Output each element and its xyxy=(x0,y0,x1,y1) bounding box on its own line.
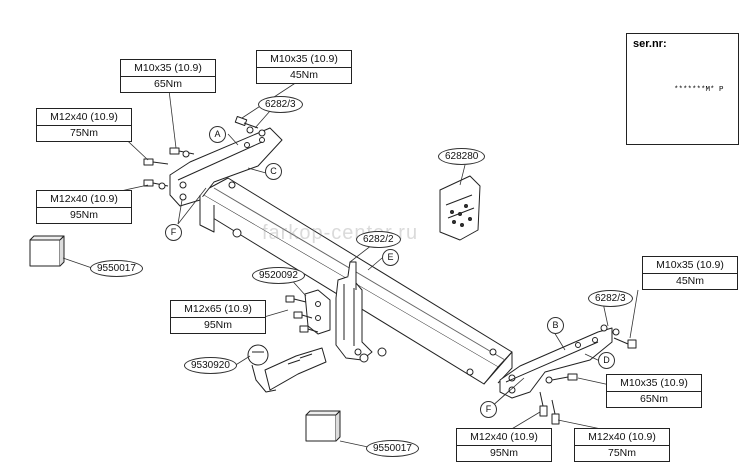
tag-c: C xyxy=(265,163,282,180)
separator xyxy=(121,76,215,77)
serial-plate-text: *******M* P xyxy=(674,86,724,94)
part-number-9550017-left: 9550017 xyxy=(90,260,143,277)
spec-box-m12x40-95nm-bottom: M12x40 (10.9) 95Nm xyxy=(456,428,552,462)
spec-box-m12x40-75nm-left: M12x40 (10.9) 75Nm xyxy=(36,108,132,142)
part-number-6282-2: 6282/2 xyxy=(356,231,401,248)
torque-spec: 75Nm xyxy=(69,127,98,139)
part-number-6282-3-left: 6282/3 xyxy=(258,96,303,113)
separator xyxy=(607,391,701,392)
tag-b: B xyxy=(547,317,564,334)
spec-box-m12x40-95nm-left: M12x40 (10.9) 95Nm xyxy=(36,190,132,224)
bolt-spec: M12x40 (10.9) xyxy=(588,431,656,443)
separator xyxy=(457,445,551,446)
bolt-spec: M10x35 (10.9) xyxy=(134,62,202,74)
separator xyxy=(257,67,351,68)
spec-box-m10x35-45nm-right: M10x35 (10.9) 45Nm xyxy=(642,256,738,290)
separator xyxy=(37,207,131,208)
bolt-spec: M12x40 (10.9) xyxy=(50,111,118,123)
serial-number-title: ser.nr: xyxy=(633,38,667,50)
bolt-spec: M12x40 (10.9) xyxy=(470,431,538,443)
part-number-628280: 628280 xyxy=(438,148,486,165)
bolt-spec: M10x35 (10.9) xyxy=(620,377,688,389)
separator xyxy=(643,273,737,274)
torque-spec: 95Nm xyxy=(489,447,518,459)
bolt-spec: M12x65 (10.9) xyxy=(184,303,252,315)
tag-e: E xyxy=(382,249,399,266)
torque-spec: 95Nm xyxy=(203,319,232,331)
separator xyxy=(171,317,265,318)
part-number-9520092: 9520092 xyxy=(252,267,305,284)
serial-number-panel: ser.nr: *******M* P xyxy=(626,33,739,145)
part-number-6282-3-right: 6282/3 xyxy=(588,290,633,307)
torque-spec: 45Nm xyxy=(289,69,318,81)
spec-box-m10x35-45nm-top: M10x35 (10.9) 45Nm xyxy=(256,50,352,84)
part-number-9530920: 9530920 xyxy=(184,357,237,374)
bolt-spec: M10x35 (10.9) xyxy=(270,53,338,65)
torque-spec: 45Nm xyxy=(675,275,704,287)
tag-f-right: F xyxy=(480,401,497,418)
spec-box-m12x65-95nm: M12x65 (10.9) 95Nm xyxy=(170,300,266,334)
torque-spec: 95Nm xyxy=(69,209,98,221)
tag-f-left: F xyxy=(165,224,182,241)
bolt-spec: M10x35 (10.9) xyxy=(656,259,724,271)
spec-box-m12x40-75nm-bottom: M12x40 (10.9) 75Nm xyxy=(574,428,670,462)
torque-spec: 65Nm xyxy=(153,78,182,90)
tag-a: A xyxy=(209,126,226,143)
spec-box-m10x35-65nm-right: M10x35 (10.9) 65Nm xyxy=(606,374,702,408)
tag-d: D xyxy=(598,352,615,369)
torque-spec: 65Nm xyxy=(639,393,668,405)
spec-box-m10x35-65nm-top: M10x35 (10.9) 65Nm xyxy=(120,59,216,93)
part-number-9550017-bottom: 9550017 xyxy=(366,440,419,457)
torque-spec: 75Nm xyxy=(607,447,636,459)
bolt-spec: M12x40 (10.9) xyxy=(50,193,118,205)
separator xyxy=(575,445,669,446)
separator xyxy=(37,125,131,126)
